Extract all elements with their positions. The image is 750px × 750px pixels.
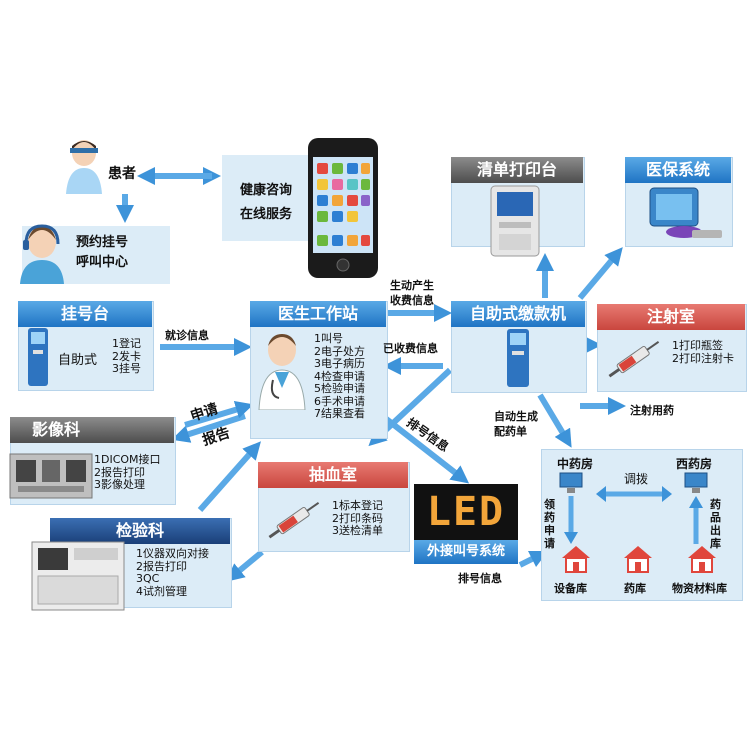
chinese-pharmacy-computer-icon [559, 472, 583, 494]
generate-fee-label: 生动产生 [390, 279, 434, 292]
equipment-store-house-icon [560, 544, 592, 574]
registration-item: 3挂号 [112, 362, 141, 375]
imaging-title: 影像科 [10, 417, 174, 443]
arrow-doctor-to-imaging [171, 413, 246, 443]
led-display [414, 484, 518, 540]
arrow-payment-to-pharmacy [537, 393, 572, 448]
blood-room-items: 1标本登记 2打印条码 3送检清单 [332, 499, 383, 538]
imaging-item: 3影像处理 [94, 478, 145, 491]
lab-item: 1仪器双向对接 [136, 547, 209, 560]
injection-use-label: 注射用药 [630, 404, 674, 417]
headset-operator-icon [16, 220, 68, 284]
arrow-imaging-to-doctor [184, 400, 254, 428]
store-label: 物资材料库 [672, 582, 727, 595]
transfer-arrow [596, 486, 672, 502]
fee-info-label: 收费信息 [390, 294, 434, 307]
laboratory-items: 1仪器双向对接 2报告打印 3QC 4试剂管理 [136, 547, 209, 598]
checklist-printer-title: 清单打印台 [451, 157, 583, 183]
injection-room-title: 注射室 [597, 304, 745, 330]
transfer-label: 调拨 [624, 472, 649, 486]
mobile-service-line2: 在线服务 [240, 207, 293, 222]
payment-kiosk-icon [503, 327, 533, 389]
arrow-lab-to-doctor [197, 441, 261, 512]
led-system-title: 外接叫号系统 [414, 540, 518, 564]
store-label: 药库 [624, 582, 646, 595]
visit-info-label: 就诊信息 [165, 329, 209, 342]
doctor-item: 1叫号 [314, 332, 343, 345]
registration-title: 挂号台 [18, 301, 152, 327]
western-pharmacy-computer-icon [684, 472, 708, 494]
insurance-title: 医保系统 [625, 157, 731, 183]
queue-info2-label: 排号信息 [458, 572, 502, 585]
lab-analyzer-icon [26, 522, 130, 614]
registration-item: 2发卡 [112, 349, 141, 363]
store-label: 设备库 [554, 582, 587, 595]
blood-item: 3送检清单 [332, 524, 383, 537]
registration-item: 1登记 [112, 337, 141, 350]
doctor-item: 2电子处方 [314, 344, 365, 358]
receive-arrow [564, 496, 578, 544]
imaging-equipment-icon [8, 444, 94, 502]
western-pharmacy-label: 西药房 [676, 457, 713, 471]
lab-item: 2报告打印 [136, 559, 187, 573]
payment-kiosk-title: 自助式缴款机 [451, 301, 585, 327]
doctor-station-title: 医生工作站 [250, 301, 386, 327]
arrow-doctor-to-led [383, 415, 470, 484]
doctor-item: 4检查申请 [314, 369, 365, 383]
arrow-led-to-queue [518, 550, 549, 568]
blood-item: 2打印条码 [332, 511, 383, 525]
registration-mode: 自助式 [58, 353, 98, 368]
call-center-line2: 呼叫中心 [76, 255, 129, 270]
paid-info-label: 已收费信息 [383, 342, 438, 355]
call-center-line1: 预约挂号 [76, 235, 129, 250]
injection-item: 1打印瓶签 [672, 339, 723, 352]
doctor-item: 5检验申请 [314, 382, 365, 395]
smartphone-icon [307, 137, 379, 279]
out-arrow [689, 496, 703, 544]
auto-gen-label: 自动生成 [494, 410, 538, 423]
lab-item: 3QC [136, 572, 160, 585]
doctor-item: 3电子病历 [314, 357, 365, 370]
imaging-items: 1DICOM接口 2报告打印 3影像处理 [94, 453, 161, 492]
dispense-label: 配药单 [494, 425, 527, 438]
blood-room-title: 抽血室 [258, 462, 408, 488]
printer-kiosk-icon [487, 184, 543, 258]
patient-label: 患者 [108, 166, 136, 182]
imaging-item: 2报告打印 [94, 465, 145, 479]
doctor-item: 7结果查看 [314, 407, 365, 420]
imaging-item: 1DICOM接口 [94, 453, 161, 466]
injection-item: 2打印注射卡 [672, 351, 734, 365]
registration-kiosk-icon [24, 326, 52, 388]
doctor-item: 6手术申请 [314, 394, 365, 408]
syringe-icon [602, 334, 666, 384]
lab-item: 4试剂管理 [136, 584, 187, 598]
out-label: 药品出库 [710, 498, 721, 550]
chinese-pharmacy-label: 中药房 [557, 457, 594, 471]
receive-label: 领药申请 [544, 498, 555, 550]
arrow-payment-to-insurance [577, 247, 623, 300]
doctor-icon [255, 330, 309, 411]
patient-avatar [64, 138, 104, 194]
computer-icon [640, 186, 724, 242]
laboratory-title: 检验科 [50, 518, 230, 544]
arrow-blood-to-lab [226, 549, 264, 582]
mobile-service-line1: 健康咨询 [240, 183, 293, 198]
blood-item: 1标本登记 [332, 499, 383, 512]
drug-store-house-icon [622, 544, 654, 574]
doctor-station-items: 1叫号 2电子处方 3电子病历 4检查申请 5检验申请 6手术申请 7结果查看 [314, 332, 365, 421]
injection-room-items: 1打印瓶签 2打印注射卡 [672, 339, 734, 365]
registration-items: 1登记 2发卡 3挂号 [112, 337, 141, 376]
material-store-house-icon [686, 544, 718, 574]
blood-syringe-icon [262, 494, 326, 546]
led-text: LED [426, 489, 506, 535]
